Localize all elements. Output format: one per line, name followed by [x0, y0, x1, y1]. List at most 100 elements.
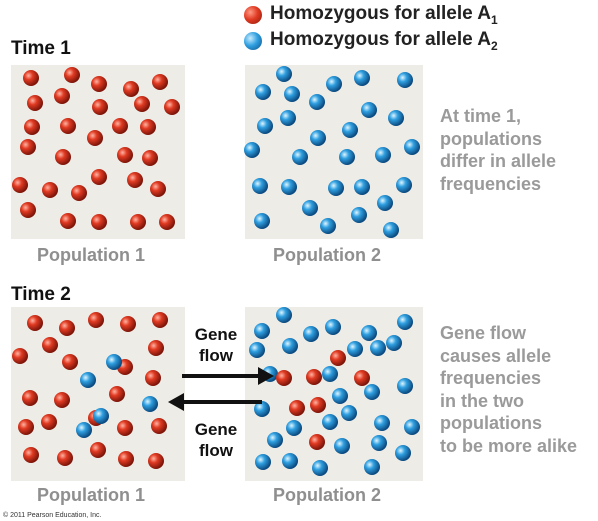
a2-individual-icon [267, 432, 283, 448]
a1-individual-icon [20, 139, 36, 155]
a2-individual-icon [386, 335, 402, 351]
a2-individual-icon [374, 415, 390, 431]
a1-individual-icon [151, 418, 167, 434]
a1-individual-icon [55, 149, 71, 165]
a2-individual-icon [332, 388, 348, 404]
a2-individual-icon [396, 177, 412, 193]
a1-individual-icon [41, 414, 57, 430]
a1-individual-icon [23, 447, 39, 463]
a2-individual-icon [281, 179, 297, 195]
a2-individual-icon [325, 319, 341, 335]
time1-population1-label: Population 1 [37, 245, 145, 265]
a1-individual-icon [57, 450, 73, 466]
time1-caption: At time 1, populations differ in allele … [440, 106, 557, 194]
a1-individual-icon [42, 337, 58, 353]
a1-individual-icon [90, 442, 106, 458]
a2-individual-icon [284, 86, 300, 102]
a2-individual-icon [244, 142, 260, 158]
a1-individual-icon [118, 451, 134, 467]
a2-individual-icon [404, 419, 420, 435]
a2-individual-icon [326, 76, 342, 92]
a1-individual-icon [12, 348, 28, 364]
time2-population1-label: Population 1 [37, 485, 145, 505]
a1-individual-icon [330, 350, 346, 366]
a1-individual-icon [130, 214, 146, 230]
time1-population2-label: Population 2 [273, 245, 381, 265]
a1-individual-icon [150, 181, 166, 197]
a2-individual-icon [404, 139, 420, 155]
a2-individual-icon [254, 213, 270, 229]
legend-a2-label: Homozygous for allele A [270, 29, 491, 50]
a1-individual-icon [117, 147, 133, 163]
a2-individual-icon [342, 122, 358, 138]
a2-individual-icon [76, 422, 92, 438]
a1-individual-icon [87, 130, 103, 146]
a1-individual-icon [109, 386, 125, 402]
a2-individual-icon [302, 200, 318, 216]
a2-individual-icon [334, 438, 350, 454]
a1-individual-icon [152, 312, 168, 328]
a2-individual-icon [354, 179, 370, 195]
a2-individual-icon [347, 341, 363, 357]
a1-individual-icon [27, 95, 43, 111]
a1-individual-icon [59, 320, 75, 336]
a2-individual-icon [395, 445, 411, 461]
a2-individual-icon [371, 435, 387, 451]
gene-flow-label-bottom: Gene flow [194, 420, 238, 460]
a1-individual-icon [117, 420, 133, 436]
a1-individual-icon [134, 96, 150, 112]
a1-individual-icon [60, 213, 76, 229]
a2-individual-icon [286, 420, 302, 436]
a1-individual-icon [20, 202, 36, 218]
a2-individual-icon [254, 323, 270, 339]
a2-individual-icon [322, 366, 338, 382]
blue-allele-swatch-icon [244, 31, 262, 50]
a2-individual-icon [310, 130, 326, 146]
a2-individual-icon [80, 372, 96, 388]
a1-individual-icon [42, 182, 58, 198]
gene-flow-label-top: Gene flow [194, 325, 238, 365]
a2-individual-icon [249, 342, 265, 358]
a1-individual-icon [159, 214, 175, 230]
a2-individual-icon [322, 414, 338, 430]
a1-individual-icon [23, 70, 39, 86]
a1-individual-icon [22, 390, 38, 406]
legend-a2-subscript: 2 [491, 38, 498, 53]
a2-individual-icon [252, 178, 268, 194]
time2-caption: Gene flow causes allele frequencies in t… [440, 323, 578, 456]
a2-individual-icon [388, 110, 404, 126]
legend-a1-subscript: 1 [491, 12, 498, 27]
a2-individual-icon [341, 405, 357, 421]
a1-individual-icon [91, 214, 107, 230]
a1-individual-icon [12, 177, 28, 193]
time2-population2-label: Population 2 [273, 485, 381, 505]
a1-individual-icon [276, 370, 292, 386]
a1-individual-icon [91, 76, 107, 92]
a1-individual-icon [27, 315, 43, 331]
a1-individual-icon [60, 118, 76, 134]
a2-individual-icon [361, 102, 377, 118]
a1-individual-icon [54, 392, 70, 408]
a1-individual-icon [145, 370, 161, 386]
a2-individual-icon [351, 207, 367, 223]
a2-individual-icon [276, 307, 292, 323]
a1-individual-icon [152, 74, 168, 90]
a2-individual-icon [339, 149, 355, 165]
a2-individual-icon [320, 218, 336, 234]
legend-a2: Homozygous for allele A2 [244, 29, 498, 53]
a1-individual-icon [354, 370, 370, 386]
legend-a1-label: Homozygous for allele A [270, 3, 491, 24]
a1-individual-icon [54, 88, 70, 104]
a1-individual-icon [71, 185, 87, 201]
a2-individual-icon [397, 378, 413, 394]
time2-label: Time 2 [11, 284, 71, 305]
copyright-notice: © 2011 Pearson Education, Inc. [3, 512, 102, 519]
time1-population1-panel [11, 65, 185, 239]
a2-individual-icon [106, 354, 122, 370]
a2-individual-icon [361, 325, 377, 341]
a1-individual-icon [309, 434, 325, 450]
a2-individual-icon [328, 180, 344, 196]
a1-individual-icon [127, 172, 143, 188]
a1-individual-icon [164, 99, 180, 115]
